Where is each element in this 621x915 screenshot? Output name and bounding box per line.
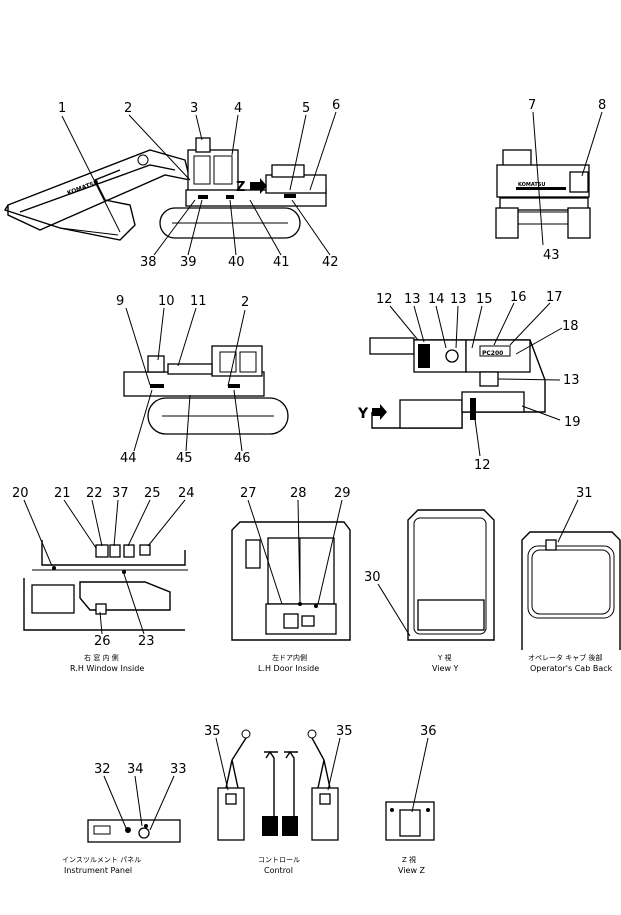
view-z-caption: View Z	[398, 866, 426, 875]
callout-29: 29	[334, 486, 351, 501]
view-z-panel: 36 Z 視 View Z	[385, 724, 437, 875]
lh-door-caption: L.H Door Inside	[258, 664, 319, 673]
callout-45: 45	[176, 451, 193, 466]
callout-16: 16	[510, 290, 527, 305]
callout-14: 14	[428, 292, 445, 307]
rh-window-caption-jp: 右 窓 内 側	[84, 653, 119, 662]
callout-41: 41	[273, 255, 290, 270]
callout-34: 34	[127, 762, 144, 777]
instrument-panel-caption-jp: インスツルメント パネル	[62, 856, 141, 864]
callout-42: 42	[322, 255, 339, 270]
callout-43: 43	[543, 248, 560, 263]
excavator-side-view-rear: 9 10 11 2 44 45 46	[116, 294, 289, 466]
callout-19: 19	[564, 415, 581, 430]
callout-27: 27	[240, 486, 257, 501]
callout-30: 30	[364, 570, 381, 585]
callout-32: 32	[94, 762, 111, 777]
callout-4: 4	[234, 101, 242, 116]
excavator-rear-view: KOMATSU 7 8 43	[495, 98, 606, 263]
callout-13-third: 13	[563, 373, 580, 388]
callout-13-second: 13	[450, 292, 467, 307]
callout-20: 20	[12, 486, 29, 501]
callout-35: 35	[204, 724, 221, 739]
view-y-door: 30 Y 視 View Y	[364, 509, 495, 673]
callout-1: 1	[58, 101, 66, 116]
callout-44: 44	[120, 451, 137, 466]
excavator-side-view: KOMATSU Z 1 2	[3, 98, 340, 270]
callout-33: 33	[170, 762, 187, 777]
rh-window-caption: R.H Window Inside	[70, 664, 144, 673]
cab-back-caption: Operator's Cab Back	[530, 664, 613, 673]
view-y-marker: Y	[357, 406, 369, 422]
view-z-caption-jp: Z 視	[402, 855, 416, 864]
callout-3: 3	[190, 101, 198, 116]
callout-37: 37	[112, 486, 129, 501]
view-y-caption-jp: Y 視	[437, 653, 452, 662]
callout-24: 24	[178, 486, 195, 501]
callout-22: 22	[86, 486, 103, 501]
callout-31: 31	[576, 486, 593, 501]
lh-door-caption-jp: 左ドア内側	[272, 653, 307, 662]
cab-back-view: 31 オペレータ キャブ 後部 Operator's Cab Back	[521, 486, 621, 673]
callout-5: 5	[302, 101, 310, 116]
callout-13: 13	[404, 292, 421, 307]
callout-6: 6	[332, 98, 340, 113]
callout-46: 46	[234, 451, 251, 466]
callout-26: 26	[94, 634, 111, 649]
excavator-top-view: PC200 Y 12 13 14 13 15 16 17 18 13 19 12	[357, 290, 581, 473]
rh-window-inside-view: 20 21 22 37 25 24 26 23 右 窓 内 側 R.H Wind…	[12, 486, 195, 673]
callout-8: 8	[598, 98, 606, 113]
callout-38: 38	[140, 255, 157, 270]
view-z-marker: Z	[236, 180, 245, 195]
callout-39: 39	[180, 255, 197, 270]
callout-25: 25	[144, 486, 161, 501]
instrument-panel-caption: Instrument Panel	[64, 866, 132, 875]
callout-28: 28	[290, 486, 307, 501]
callout-2-second: 2	[241, 295, 249, 310]
instrument-panel-view: 32 34 33 インスツルメント パネル Instrument Panel	[62, 762, 187, 875]
callout-12: 12	[376, 292, 393, 307]
callout-36: 36	[420, 724, 437, 739]
cab-back-caption-jp: オペレータ キャブ 後部	[528, 653, 602, 662]
view-y-caption: View Y	[432, 664, 459, 673]
callout-35-second: 35	[336, 724, 353, 739]
callout-17: 17	[546, 290, 563, 305]
callout-7: 7	[528, 98, 536, 113]
callout-11: 11	[190, 294, 207, 309]
callout-2: 2	[124, 101, 132, 116]
callout-40: 40	[228, 255, 245, 270]
lh-door-inside-view: 27 28 29 左ドア内側 L.H Door Inside	[231, 486, 351, 673]
control-caption: Control	[264, 866, 293, 875]
callout-9: 9	[116, 294, 124, 309]
callout-15: 15	[476, 292, 493, 307]
top-plate-text: PC200	[482, 350, 503, 357]
callout-18: 18	[562, 319, 579, 334]
control-caption-jp: コントロール	[258, 856, 300, 864]
callout-12-second: 12	[474, 458, 491, 473]
control-levers-view: 35 35 コントロール Control	[204, 724, 353, 875]
callout-21: 21	[54, 486, 71, 501]
rear-brand-text: KOMATSU	[518, 182, 545, 188]
callout-10: 10	[158, 294, 175, 309]
callout-23: 23	[138, 634, 155, 649]
